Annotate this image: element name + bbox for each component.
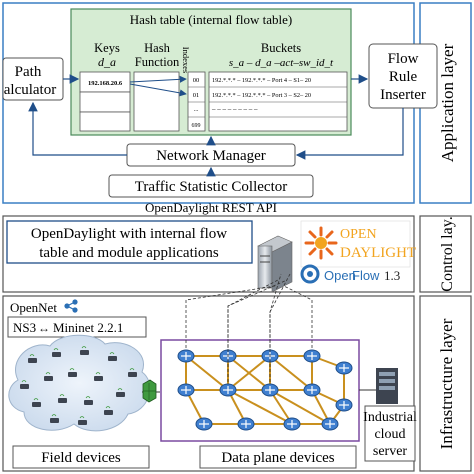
odl-app-label-1: OpenDaylight with internal flow [31, 226, 227, 242]
sunburst-icon [304, 226, 338, 260]
key-cell-empty [79, 111, 131, 132]
network-manager-label: Network Manager [156, 148, 266, 164]
ns3-label: NS3 [13, 320, 36, 335]
keys-subheader: d_a [98, 55, 116, 69]
indexes-header: Indexes [181, 47, 191, 73]
buckets-header: Buckets [261, 41, 301, 55]
data-plane-link [185, 355, 229, 391]
router-icon [219, 383, 237, 397]
router-icon [303, 349, 321, 363]
control-dashed-line [269, 273, 291, 382]
openflow-version: 1.3 [384, 268, 400, 283]
data-plane-link [227, 355, 271, 391]
bucket-row-00: 192.*.*.* – 192.*.*.* – Port 4 – S1– 20 [212, 77, 311, 84]
control-frame [2, 215, 415, 293]
control-dashed-line [227, 279, 288, 382]
field-devices-label: Field devices [41, 450, 121, 466]
router-icon [177, 349, 195, 363]
hash-table-title: Hash table (internal flow table) [130, 12, 292, 27]
index-00: 00 [193, 77, 200, 84]
gateway-icon [142, 379, 157, 403]
data-plane-link [227, 389, 293, 425]
buckets-column [208, 71, 348, 132]
opendaylight-logo: OPEN DAYLIGHT [300, 220, 416, 268]
control-layer: Control lay. OpenDaylight with internal … [2, 215, 472, 293]
flow-rule-label-2: Rule [389, 69, 418, 85]
flow-rule-label-1: Flow [388, 51, 419, 67]
infrastructure-frame [2, 295, 415, 472]
application-layer: Application layer Hash table (internal f… [2, 2, 472, 215]
router-icon [177, 383, 195, 397]
mininet-label: Mininet 2.2.1 [53, 320, 123, 335]
cloud-server-label-3: server [373, 444, 408, 459]
control-label-box [419, 215, 472, 293]
cloud-server-label-box [364, 405, 416, 462]
manager-to-path-arrow [28, 101, 127, 156]
control-dashed-line [185, 285, 276, 348]
traffic-collector-label: Traffic Statistic Collector [135, 179, 287, 195]
path-calculator-label-1: Path [15, 64, 42, 80]
data-plane-label: Data plane devices [221, 450, 334, 466]
router-icon [283, 417, 301, 431]
control-connections [185, 273, 313, 382]
industrial-server-icon [376, 368, 398, 404]
data-plane-link [269, 389, 331, 425]
opendaylight-logo-text-1: OPEN [340, 227, 377, 242]
index-ellipsis: ... [194, 106, 199, 113]
inserter-to-manager-arrow [295, 108, 404, 160]
hash-table: Hash table (internal flow table) Keys d_… [70, 8, 352, 136]
opendaylight-logo-text-2: DAYLIGHT [340, 245, 416, 261]
router-icon [237, 417, 255, 431]
key-to-index-arrow [129, 83, 187, 97]
odl-app-box [6, 220, 253, 264]
bucket-row-01: 192.*.*.* – 192.*.*.* – Port 3 – S2– 20 [212, 92, 311, 99]
field-device-cloud [8, 334, 151, 432]
application-layer-label: Application layer [438, 43, 457, 162]
control-dashed-line [227, 279, 279, 348]
router-icon [321, 417, 339, 431]
share-icon [64, 299, 78, 313]
function-header: Function [135, 55, 180, 69]
index-699: 699 [192, 123, 201, 129]
openflow-text-a: Open [324, 268, 356, 283]
key-value: 192.168.20.6 [88, 80, 123, 87]
keys-header: Keys [94, 41, 120, 55]
opennet-label: OpenNet [10, 300, 57, 315]
data-plane-link [269, 355, 313, 391]
index-01: 01 [193, 92, 200, 99]
cloud-server-label-1: Industrial [363, 410, 417, 425]
router-icon [303, 383, 321, 397]
openflow-text-b: Flow [352, 268, 380, 283]
field-devices-label-box [12, 445, 150, 469]
cloud-server-label-2: cloud [374, 427, 405, 442]
control-dashed-line [283, 285, 313, 348]
router-icon [261, 383, 279, 397]
router-icon [335, 398, 353, 412]
bucket-row-ellipsis: – – – – – – – – – [211, 105, 258, 113]
key-cell-empty [79, 91, 131, 113]
bidirectional-arrow-icon: ↔ [38, 321, 50, 335]
path-calculator-label-2: alculator [4, 82, 56, 98]
infrastructure-layer: Infrastructure layer OpenNet NS3 ↔ Minin… [2, 273, 472, 472]
hash-header: Hash [144, 41, 170, 55]
odl-app-label-2: table and module applications [39, 245, 219, 261]
openflow-logo: Open Flow 1.3 [300, 264, 400, 284]
flow-rule-label-3: Inserter [380, 87, 426, 103]
infrastructure-layer-label: Infrastructure layer [437, 318, 456, 449]
control-layer-label: Control lay. [439, 216, 456, 291]
router-icon [195, 417, 213, 431]
buckets-subheader: s_a – d_a –act–sw_id_t [229, 57, 334, 69]
data-plane-label-box [199, 445, 357, 469]
infrastructure-label-box [419, 295, 472, 472]
rest-api-label: OpenDaylight REST API [145, 200, 277, 215]
router-icon [335, 361, 353, 375]
controller-server-icon [257, 235, 293, 293]
key-to-index-arrow [129, 75, 187, 83]
